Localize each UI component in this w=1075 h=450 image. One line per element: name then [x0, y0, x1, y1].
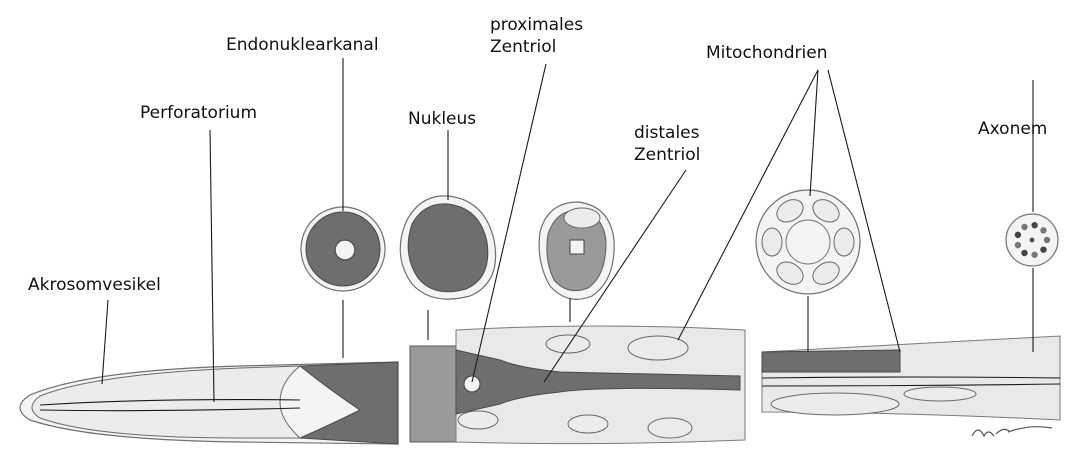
nucleus-body — [408, 204, 488, 292]
cross-section-centriole — [539, 202, 614, 299]
cross-section-endonuclear — [301, 207, 385, 291]
mitochondrion-icon — [834, 228, 854, 256]
axoneme-doublet-icon — [1015, 242, 1021, 248]
leader-mitochondrien-2 — [810, 70, 818, 196]
mitochondrion-lower-3 — [648, 418, 692, 438]
axoneme-doublet-icon — [1040, 246, 1046, 252]
mitochondrion-icon — [762, 228, 782, 256]
axoneme-doublet-icon — [1040, 227, 1046, 233]
tail-longitudinal-section — [762, 336, 1060, 420]
axoneme-core — [786, 220, 830, 264]
axoneme-doublet-icon — [1015, 232, 1021, 238]
label-distales-line2: Zentriol — [634, 145, 700, 165]
artist-signature — [972, 427, 1052, 436]
label-akrosomvesikel: Akrosomvesikel — [28, 275, 161, 295]
mitochondrion-upper-1 — [546, 335, 590, 353]
label-axonem: Axonem — [978, 119, 1047, 139]
mitochondrion-icon — [564, 208, 600, 228]
mitochondrion-lower-1 — [458, 411, 498, 429]
label-perforatorium: Perforatorium — [140, 103, 257, 123]
label-endonuklearkanal: Endonuklearkanal — [226, 35, 379, 55]
head-longitudinal-section — [20, 362, 398, 444]
label-proximales-line1: proximales — [490, 15, 583, 35]
centriole-icon — [570, 240, 584, 254]
leader-akrosomvesikel — [102, 300, 108, 384]
axoneme-doublet-icon — [1021, 224, 1027, 230]
tail-mitochondrion-lower-2 — [904, 387, 976, 401]
mitochondria-cross-section — [756, 190, 860, 294]
axoneme-doublet-icon — [1031, 222, 1037, 228]
nucleus-base — [410, 346, 456, 442]
leader-perforatorium — [210, 130, 214, 402]
central-pair-icon — [1030, 238, 1035, 243]
label-proximales-line2: Zentriol — [490, 37, 556, 57]
label-mitochondrien: Mitochondrien — [706, 43, 828, 63]
axoneme-doublet-icon — [1031, 252, 1037, 258]
axoneme-doublet-icon — [1021, 250, 1027, 256]
tail-dark-upper — [762, 350, 900, 372]
neck-longitudinal-section — [410, 326, 745, 444]
axoneme-doublet-icon — [1044, 237, 1050, 243]
axoneme-cross-section — [1006, 214, 1058, 266]
proximal-centriole-icon — [464, 376, 480, 392]
endonuclear-canal-icon — [335, 240, 355, 260]
cross-section-nucleus-large — [400, 196, 495, 299]
label-distales-line1: distales — [634, 123, 700, 143]
mitochondrion-lower-2 — [568, 415, 608, 433]
tail-mitochondrion-lower — [771, 393, 899, 415]
label-nukleus: Nukleus — [408, 109, 476, 129]
mitochondrion-upper-2 — [628, 336, 688, 360]
